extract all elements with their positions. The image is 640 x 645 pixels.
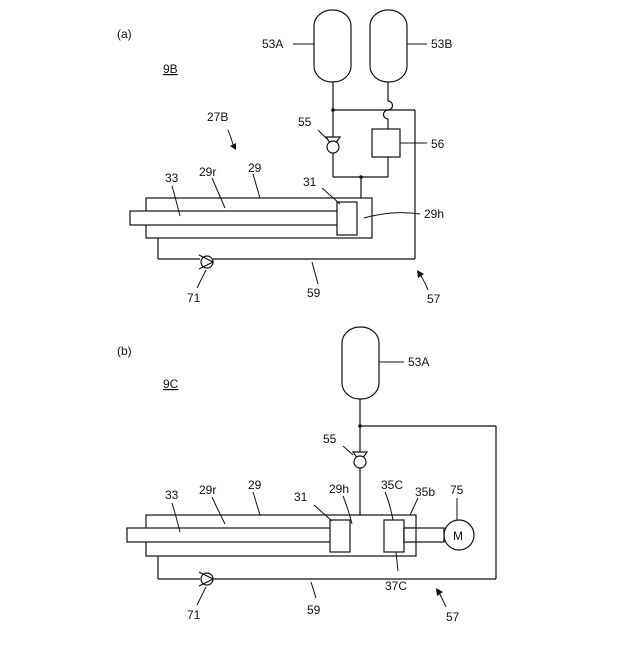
- check-valve-71-b-ball: [201, 573, 213, 585]
- label-29-b: 29: [248, 478, 262, 492]
- label-71: 71: [187, 291, 201, 305]
- tank-53a-b: [342, 327, 379, 399]
- leader-57-arrow: [417, 270, 424, 278]
- panel-b: (b) 9C 53A 55 M: [117, 327, 496, 624]
- leader-59: [312, 262, 318, 284]
- label-56: 56: [431, 137, 445, 151]
- label-35b: 35b: [415, 485, 435, 499]
- block-56: [372, 129, 400, 157]
- leader-29-b: [253, 492, 260, 515]
- label-55: 55: [298, 115, 312, 129]
- panel-a: (a) 9B 53A 53B 56 55: [117, 10, 452, 306]
- tank-53a: [314, 10, 351, 82]
- panel-b-unit-label: 9C: [163, 377, 179, 391]
- label-53b: 53B: [431, 37, 452, 51]
- motor-symbol: M: [453, 529, 463, 543]
- label-35c: 35C: [381, 478, 403, 492]
- label-53a: 53A: [262, 37, 283, 51]
- piston-35c: [384, 520, 404, 552]
- shaft-seal: [404, 528, 416, 542]
- panel-a-unit-label: 9B: [163, 62, 178, 76]
- label-57: 57: [427, 292, 441, 306]
- label-53a-b: 53A: [408, 355, 429, 369]
- label-29r: 29r: [199, 165, 216, 179]
- label-37c: 37C: [385, 579, 407, 593]
- label-29h: 29h: [424, 207, 444, 221]
- label-55-b: 55: [323, 432, 337, 446]
- leader-29: [253, 174, 260, 198]
- pipe-53b-hop: [384, 82, 393, 129]
- label-29h-b: 29h: [329, 482, 349, 496]
- panel-b-label: (b): [117, 344, 132, 358]
- leader-55-b: [343, 446, 353, 455]
- label-27b: 27B: [207, 110, 228, 124]
- label-59: 59: [307, 286, 321, 300]
- check-valve-55-ball: [327, 141, 339, 153]
- leader-57-b-arrow: [436, 588, 443, 596]
- label-71-b: 71: [187, 608, 201, 622]
- label-33-b: 33: [165, 488, 179, 502]
- leader-35b: [410, 498, 418, 515]
- tank-53b: [370, 10, 407, 82]
- piston-31: [337, 202, 357, 235]
- label-33: 33: [165, 171, 179, 185]
- label-57-b: 57: [446, 610, 460, 624]
- piston-rod-33: [130, 211, 338, 225]
- label-29: 29: [248, 161, 262, 175]
- leader-71-b: [197, 587, 206, 605]
- check-valve-71-ball: [201, 256, 213, 268]
- leader-55: [318, 130, 327, 139]
- check-valve-55-b-ball: [354, 456, 366, 468]
- panel-a-label: (a): [117, 27, 132, 41]
- label-75: 75: [450, 483, 464, 497]
- label-31-b: 31: [294, 490, 308, 504]
- piston-rod-33-b: [127, 528, 333, 542]
- leader-59-b: [311, 582, 316, 598]
- label-29r-b: 29r: [199, 483, 216, 497]
- label-59-b: 59: [307, 603, 321, 617]
- label-31: 31: [303, 175, 317, 189]
- piston-31-b: [330, 520, 350, 552]
- leader-71: [197, 270, 206, 288]
